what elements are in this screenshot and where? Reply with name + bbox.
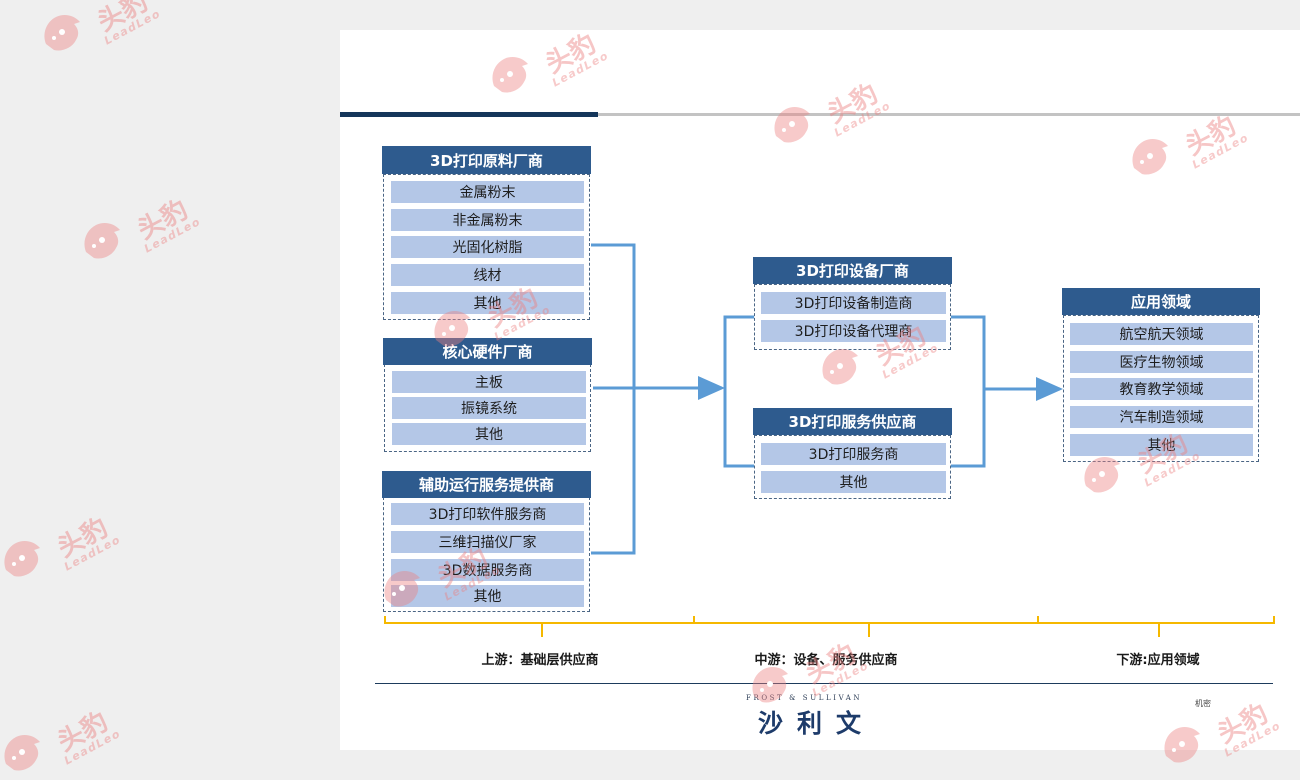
leopard-head-icon [1084,456,1120,493]
group-auxiliary-service-providers-item: 3D数据服务商 [391,559,584,581]
group-raw-material-suppliers-item: 光固化树脂 [391,236,584,258]
group-raw-material-suppliers-item: 金属粉末 [391,181,584,203]
leopard-head-icon [434,310,470,347]
leopard-head-icon [774,106,810,143]
group-equipment-makers-item: 3D打印设备代理商 [761,320,946,342]
group-raw-material-suppliers-title: 3D打印原料厂商 [382,146,591,174]
midstream-left-bracket [723,315,754,468]
leopard-head-icon [4,540,41,577]
midstream-brace [693,616,1039,637]
group-equipment-makers-title: 3D打印设备厂商 [753,257,952,284]
group-raw-material-suppliers-item: 非金属粉末 [391,209,584,231]
group-application-fields-item: 汽车制造领域 [1070,406,1253,428]
group-application-fields-item: 航空航天领域 [1070,323,1253,345]
group-application-fields-item: 医疗生物领域 [1070,351,1253,373]
leopard-head-icon [1132,138,1168,175]
footer-rule [375,683,1273,684]
leopard-head-icon [84,222,120,259]
group-service-suppliers-item: 其他 [761,471,946,493]
group-auxiliary-service-providers-item: 3D打印软件服务商 [391,503,584,525]
group-auxiliary-service-providers-title: 辅助运行服务提供商 [382,471,591,498]
group-raw-material-suppliers-item: 线材 [391,264,584,286]
leopard-head-icon [822,348,858,385]
stage-label-downstream: 下游:应用领域 [1116,653,1200,668]
confidential-label: 机密 [1195,699,1211,708]
leopard-head-icon [384,570,420,607]
group-raw-material-suppliers-item: 其他 [391,292,584,314]
group-core-hardware-suppliers-item: 振镜系统 [392,397,586,419]
group-core-hardware-suppliers-item: 主板 [392,371,586,393]
leopard-head-icon [44,14,80,51]
stage-label-midstream: 中游：设备、服务供应商 [754,653,898,668]
title-rule [598,113,1300,116]
leopard-head-icon [1164,726,1200,763]
group-core-hardware-suppliers-title: 核心硬件厂商 [383,338,592,365]
footer-logo-en: FROST & SULLIVAN [746,694,863,702]
group-equipment-makers-item: 3D打印设备制造商 [761,292,946,314]
leopard-head-icon [752,666,788,703]
stage-label-upstream: 上游：基础层供应商 [481,653,599,668]
title-rule-accent [340,112,598,117]
upstream-bracket [591,243,636,555]
group-service-suppliers-title: 3D打印服务供应商 [753,408,952,435]
leopard-head-icon [492,56,528,93]
downstream-brace [1037,616,1275,637]
footer-logo-cn: 沙利文 [758,709,876,738]
midstream-right-bracket [950,315,986,468]
group-service-suppliers-item: 3D打印服务商 [761,443,946,465]
group-core-hardware-suppliers-item: 其他 [392,423,586,445]
group-application-fields-item: 其他 [1070,434,1253,456]
group-auxiliary-service-providers-item: 其他 [391,585,584,607]
group-application-fields-item: 教育教学领域 [1070,378,1253,400]
group-application-fields-title: 应用领域 [1062,288,1260,315]
leopard-head-icon [4,734,41,771]
group-auxiliary-service-providers-item: 三维扫描仪厂家 [391,531,584,553]
